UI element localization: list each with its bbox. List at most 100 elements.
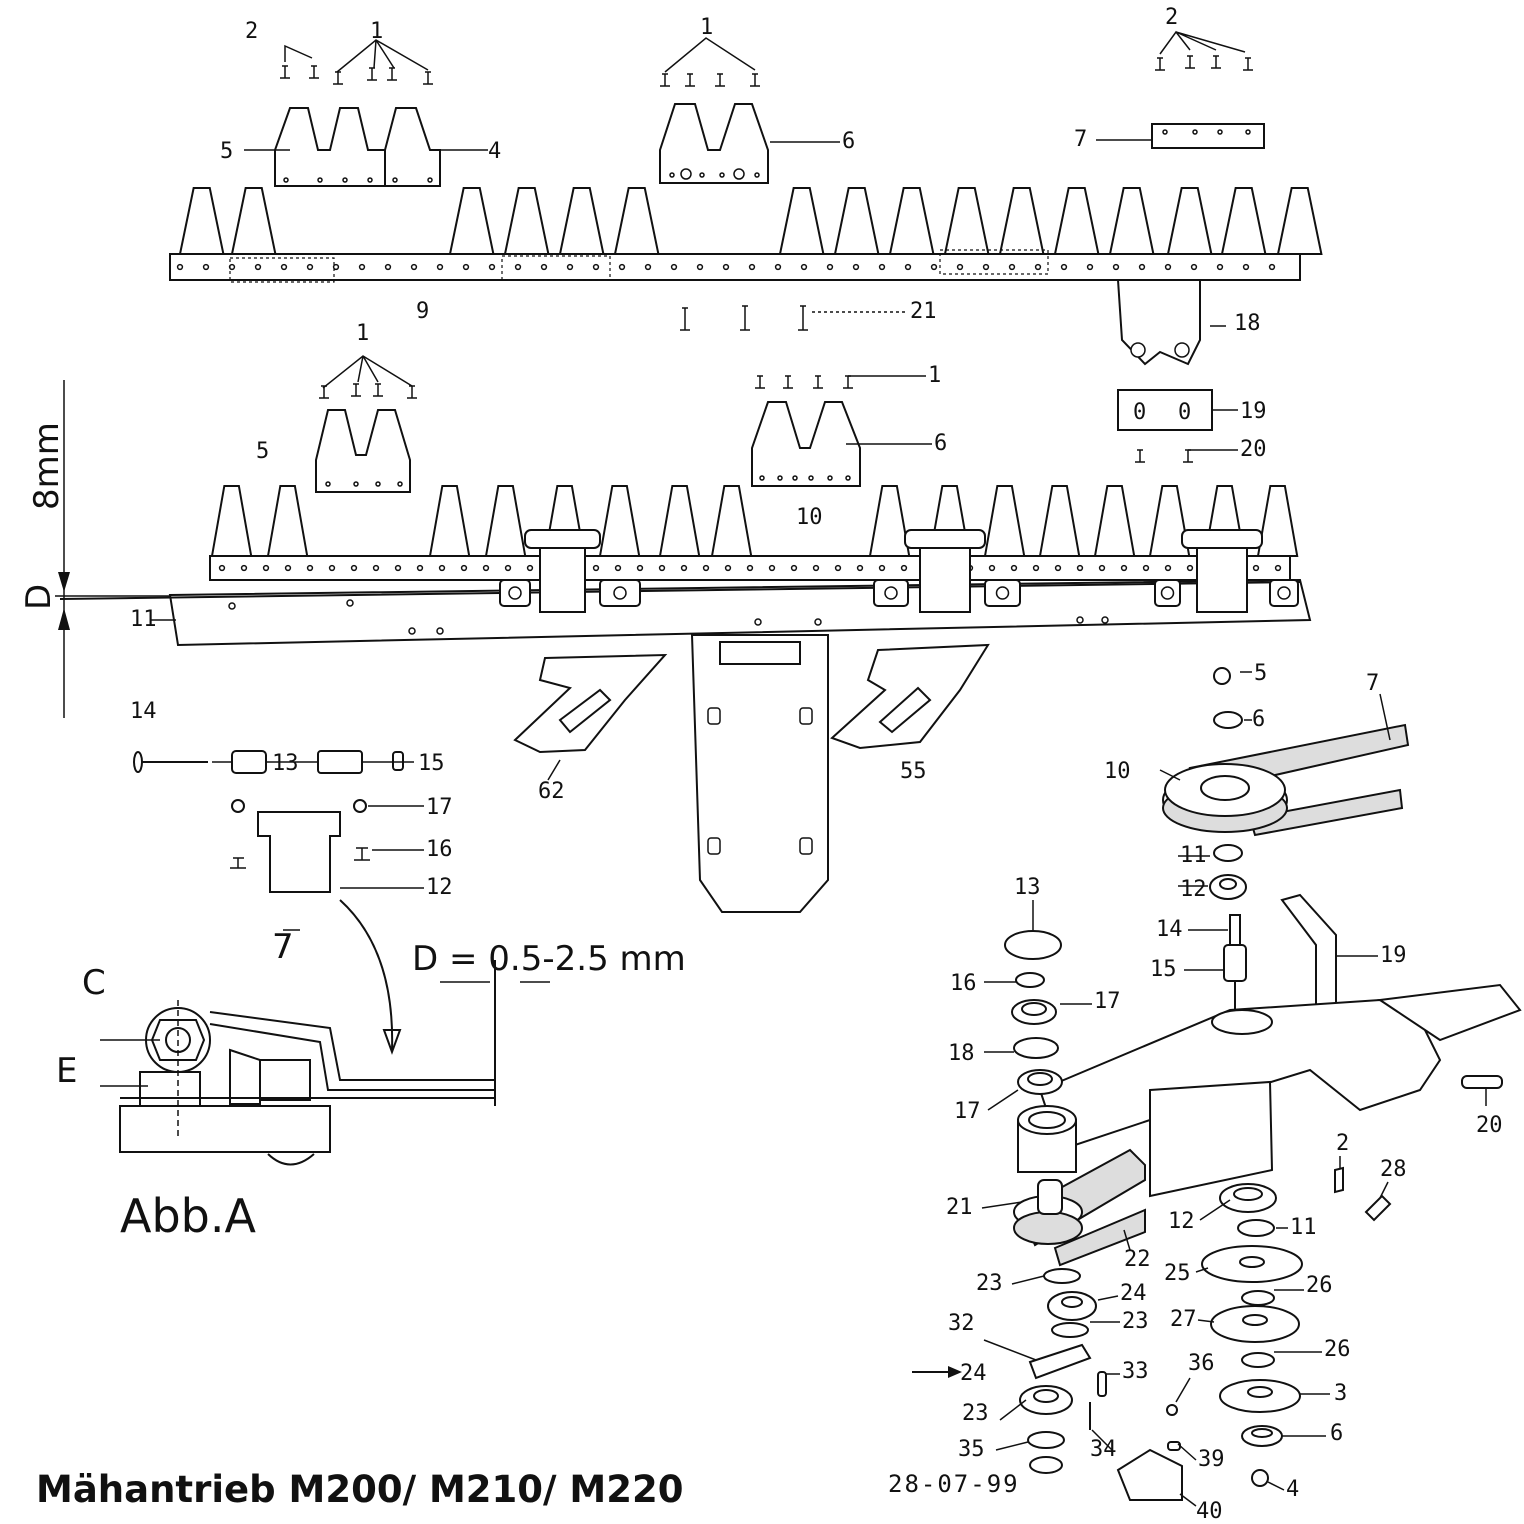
upper-knife-assembly — [169, 187, 1323, 283]
knife-tooth — [710, 485, 753, 557]
dimension-8mm — [55, 380, 170, 718]
rivet — [387, 67, 397, 81]
knife-head-18 — [1116, 279, 1201, 366]
upper-knife-sections — [178, 187, 1323, 255]
rivet-hole — [1120, 564, 1128, 572]
knife-tooth — [1148, 485, 1191, 557]
callout-label: 4 — [1286, 1477, 1299, 1502]
rivet-hole — [722, 263, 730, 271]
callout-label: 22 — [1124, 1247, 1151, 1272]
knife-section-5-and-4 — [274, 107, 441, 187]
knife-tooth — [998, 187, 1045, 255]
knife-section-6-top — [659, 103, 769, 184]
callout-label: 6 — [1330, 1421, 1343, 1446]
dimension-8mm-label: 8mm — [27, 422, 67, 510]
rivet-hole — [812, 564, 820, 572]
rivet-hole — [254, 263, 262, 271]
knife-tooth — [428, 485, 471, 557]
callout-label: 5 — [220, 139, 233, 164]
rivet-hole — [306, 564, 314, 572]
leader-lines — [150, 139, 1487, 1507]
callout-label: 23 — [976, 1271, 1003, 1296]
rivet-hole — [332, 263, 340, 271]
wear-plate-hole — [508, 586, 522, 600]
rivet — [755, 375, 765, 389]
guard-body — [539, 547, 586, 613]
detail-abb-a — [100, 899, 550, 1166]
rivet-hole — [826, 263, 834, 271]
callout-label: 1 — [928, 363, 941, 388]
rivet-hole — [768, 564, 776, 572]
callout-label: 5 — [256, 439, 269, 464]
rivet-hole — [774, 263, 782, 271]
rivets-mid — [322, 355, 413, 389]
callout-label: 9 — [416, 299, 429, 324]
bar-hole — [228, 602, 236, 610]
rivet-hole — [462, 263, 470, 271]
callout-label: 28 — [1380, 1157, 1407, 1182]
callout-label: 2 — [1165, 5, 1178, 30]
knife-tooth — [1108, 187, 1155, 255]
callout-label: 23 — [1122, 1309, 1149, 1334]
rivet-hole — [394, 564, 402, 572]
rivet-hole — [410, 263, 418, 271]
rivet — [423, 71, 433, 85]
rivet-hole — [384, 263, 392, 271]
rivet-hole — [1098, 564, 1106, 572]
rivet-hole — [670, 263, 678, 271]
rivet-hole — [1268, 263, 1276, 271]
knife-section-5-mid — [315, 409, 411, 493]
callout-label: 26 — [1306, 1273, 1333, 1298]
bar-hole — [436, 627, 444, 635]
rivet-hole — [644, 263, 652, 271]
callout-label: 3 — [1334, 1381, 1347, 1406]
callout-label: 10 — [796, 505, 823, 530]
knife-tooth — [833, 187, 880, 255]
rivet-hole — [988, 564, 996, 572]
callout-label: 19 — [1240, 399, 1267, 424]
rivet-hole — [856, 564, 864, 572]
rivet-hole — [790, 564, 798, 572]
guard-body — [1196, 547, 1248, 613]
rivet — [660, 73, 670, 87]
callout-label: 18 — [948, 1041, 975, 1066]
rivet-hole — [748, 263, 756, 271]
rivet-hole — [240, 564, 248, 572]
callout-label: 1 — [356, 321, 369, 346]
guard-clip — [524, 529, 601, 549]
rivet-hole — [436, 263, 444, 271]
callout-label: 32 — [948, 1311, 975, 1336]
callout-label: 17 — [426, 795, 453, 820]
rivet — [367, 67, 377, 81]
callout-label: 14 — [1156, 917, 1183, 942]
rivet-hole — [460, 564, 468, 572]
wear-plate-hole — [1160, 586, 1175, 600]
mounting-plate — [690, 634, 829, 913]
rivet — [1155, 57, 1165, 71]
callout-label: 13 — [1014, 875, 1041, 900]
knife-back-plate-7 — [1151, 123, 1265, 149]
bar-hole — [754, 618, 762, 626]
rivet-hole — [540, 263, 548, 271]
callout-label: 20 — [1240, 437, 1267, 462]
callout-label: 6 — [842, 129, 855, 154]
rivet-hole — [878, 564, 886, 572]
upper-knife-rivet-holes — [176, 263, 1276, 271]
rivet-hole — [372, 564, 380, 572]
rivet — [1185, 55, 1195, 69]
rivet-hole — [592, 564, 600, 572]
callout-label: 7 — [1366, 671, 1379, 696]
rivet — [750, 73, 760, 87]
rivet — [1135, 449, 1145, 463]
rivet-hole — [1010, 564, 1018, 572]
rivet-hole — [176, 263, 184, 271]
callout-label: 25 — [1164, 1261, 1191, 1286]
bracket-62 — [513, 653, 668, 754]
rivet-hole — [614, 564, 622, 572]
date-code: 28-07-99 — [888, 1470, 1020, 1498]
callout-label: 15 — [1150, 957, 1177, 982]
rivet-hole — [438, 564, 446, 572]
rivet-hole — [1164, 564, 1172, 572]
rivet-hole — [1054, 564, 1062, 572]
knife-tooth — [888, 187, 935, 255]
